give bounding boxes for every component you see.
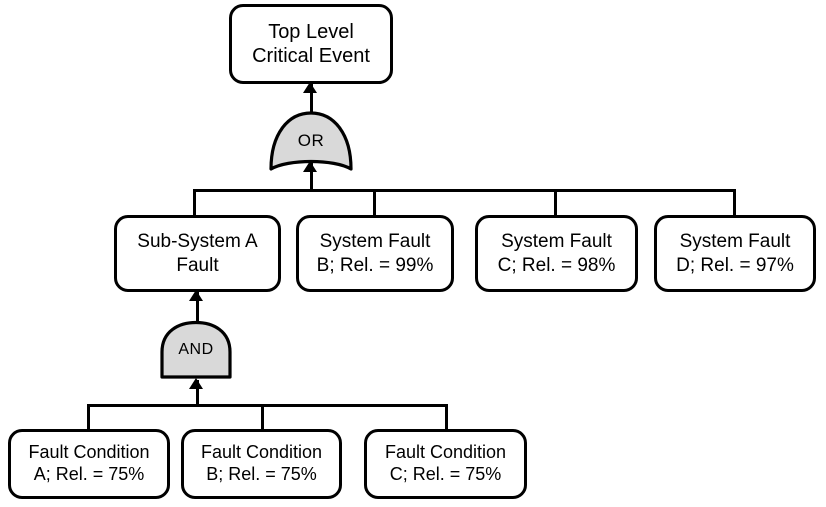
drop-level-2-b (373, 189, 376, 216)
node-text-line-1: Top Level (268, 20, 354, 43)
connector-and-to-subsystem-a (196, 292, 199, 321)
arrowhead-bus2-to-or (303, 161, 317, 172)
or-gate: OR (268, 110, 354, 172)
node-text-line-1: Fault Condition (384, 442, 507, 463)
drop-level-2-c (554, 189, 557, 216)
node-text-line-2: C; Rel. = 98% (497, 254, 616, 276)
drop-level-3-a (87, 404, 90, 430)
node-text-line-2: D; Rel. = 97% (676, 254, 794, 276)
node-text-line-1: Sub-System A (137, 231, 258, 253)
node-text-line-1: System Fault (679, 231, 791, 253)
node-text-line-1: Fault Condition (28, 442, 150, 463)
bus-level-2 (193, 189, 736, 192)
drop-level-3-c (445, 404, 448, 430)
node-text-line-2: B; Rel. = 99% (316, 254, 434, 276)
node-text-line-2: Critical Event (252, 45, 370, 67)
and-gate: AND (158, 320, 234, 380)
node-fault-condition-b: Fault Condition B; Rel. = 75% (181, 429, 342, 499)
connector-bus3-to-and (196, 380, 199, 406)
node-fault-condition-a: Fault Condition A; Rel. = 75% (8, 429, 170, 499)
or-gate-label: OR (297, 131, 325, 150)
node-fault-condition-c: Fault Condition C; Rel. = 75% (364, 429, 527, 499)
drop-level-3-b (261, 404, 264, 430)
node-system-fault-d: System Fault D; Rel. = 97% (654, 215, 816, 292)
arrowhead-bus3-to-and (189, 378, 203, 389)
node-system-fault-c: System Fault C; Rel. = 98% (475, 215, 638, 292)
node-text-line-1: Fault Condition (200, 442, 323, 463)
node-text-line-2: Fault (176, 254, 219, 276)
arrowhead-or-to-top (303, 82, 317, 93)
drop-level-2-a (193, 189, 196, 216)
node-text-line-2: A; Rel. = 75% (33, 464, 145, 484)
node-top-level-critical-event: Top Level Critical Event (229, 4, 393, 84)
node-text-line-2: B; Rel. = 75% (206, 464, 317, 484)
bus-level-3 (87, 404, 448, 407)
arrowhead-and-to-subsystem-a (189, 290, 203, 301)
node-text-line-2: C; Rel. = 75% (389, 464, 502, 484)
and-gate-label: AND (178, 341, 214, 358)
connector-or-to-top (310, 84, 313, 112)
connector-bus2-to-or (310, 163, 313, 191)
node-system-fault-b: System Fault B; Rel. = 99% (296, 215, 454, 292)
node-text-line-1: System Fault (501, 231, 612, 253)
node-text-line-1: System Fault (319, 231, 431, 253)
node-sub-system-a-fault: Sub-System A Fault (114, 215, 281, 292)
and-gate-shape (160, 320, 232, 379)
drop-level-2-d (733, 189, 736, 216)
